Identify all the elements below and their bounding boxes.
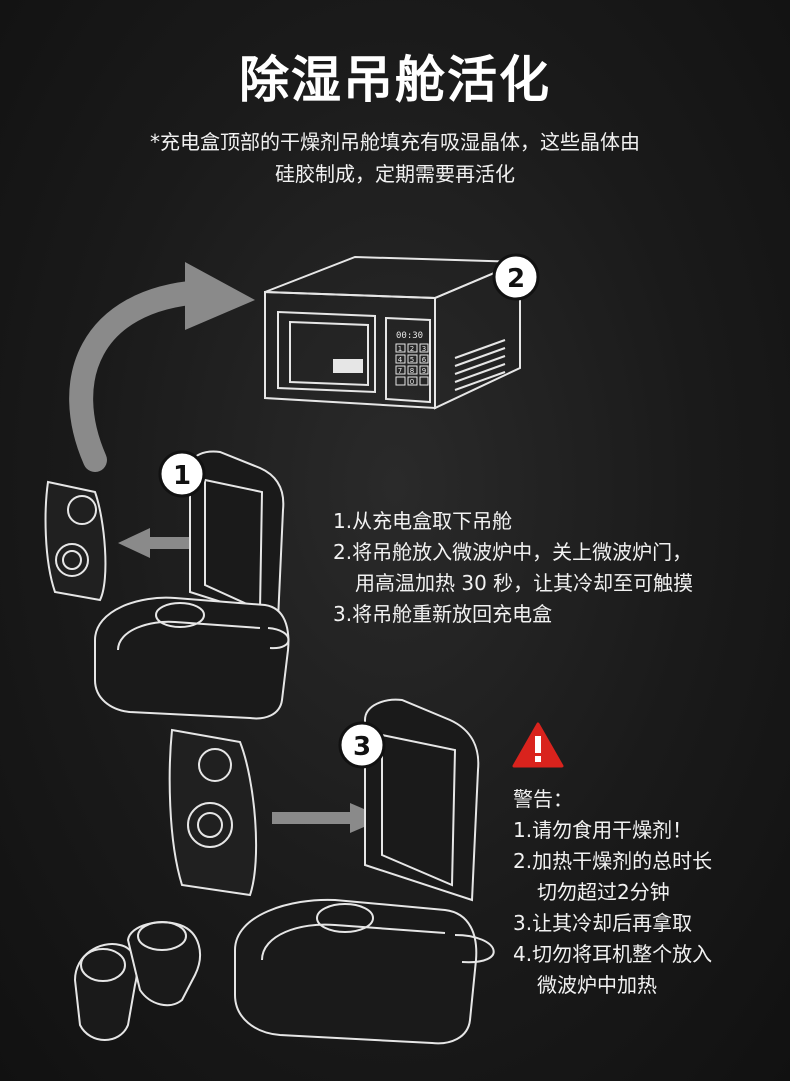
small-arrow-left-head xyxy=(118,528,150,558)
step-2: 2.将吊舱放入微波炉中，关上微波炉门， xyxy=(333,540,693,564)
charging-case-2 xyxy=(234,698,495,1045)
microwave xyxy=(264,255,521,410)
microwave-key-6: 6 xyxy=(422,356,427,364)
microwave-key-3: 3 xyxy=(422,345,426,353)
desiccant-pod-2 xyxy=(168,728,258,897)
badge-1-ring xyxy=(158,450,206,498)
earbud-left xyxy=(73,943,138,1041)
badge-2-label: 2 xyxy=(507,264,525,294)
microwave-key-9: 9 xyxy=(422,367,426,375)
microwave-key-4: 4 xyxy=(398,356,403,364)
microwave-key-8: 8 xyxy=(410,367,414,375)
microwave-key-7: 7 xyxy=(398,367,402,375)
charging-case-1 xyxy=(94,450,290,720)
microwave-display: 00:30 xyxy=(396,331,423,341)
warning-heading: 警告： xyxy=(513,787,573,811)
page-title: 除湿吊舱活化 xyxy=(239,51,551,109)
curved-arrow xyxy=(69,280,212,472)
badge-2-ring xyxy=(492,253,540,301)
desiccant-pod-1 xyxy=(44,480,107,602)
warning-block: 警告： 1.请勿食用干燥剂！ 2.加热干燥剂的总时长 切勿超过2分钟 3.让其冷… xyxy=(513,784,712,1001)
microwave-key-1: 1 xyxy=(398,345,402,353)
instructions: 1.从充电盒取下吊舱 2.将吊舱放入微波炉中，关上微波炉门， 用高温加热 30 … xyxy=(333,506,693,630)
warning-item-4-continued: 微波炉中加热 xyxy=(537,973,657,997)
badge-3-label: 3 xyxy=(353,732,371,762)
warning-item-2: 2.加热干燥剂的总时长 xyxy=(513,849,713,873)
curved-arrow-head xyxy=(185,262,255,330)
earbud-right xyxy=(126,921,201,1007)
badge-3-ring xyxy=(338,721,386,769)
warning-icon xyxy=(512,722,564,768)
step-2-continued: 用高温加热 30 秒，让其冷却至可触摸 xyxy=(355,571,694,595)
warning-item-3: 3.让其冷却后再拿取 xyxy=(513,911,693,935)
step-3: 3.将吊舱重新放回充电盒 xyxy=(333,602,553,626)
badge-1-label: 1 xyxy=(173,461,191,491)
microwave-key-2: 2 xyxy=(410,345,414,353)
microwave-keypad xyxy=(395,343,429,386)
subtitle-line-1: *充电盒顶部的干燥剂吊舱填充有吸湿晶体，这些晶体由 xyxy=(150,130,640,154)
microwave-key-5: 5 xyxy=(410,356,414,364)
step-1: 1.从充电盒取下吊舱 xyxy=(333,509,513,533)
subtitle: *充电盒顶部的干燥剂吊舱填充有吸湿晶体，这些晶体由 硅胶制成，定期需要再活化 xyxy=(95,126,695,190)
warning-item-2-continued: 切勿超过2分钟 xyxy=(537,880,670,904)
warning-item-4: 4.切勿将耳机整个放入 xyxy=(513,942,713,966)
warning-item-1: 1.请勿食用干燥剂！ xyxy=(513,818,693,842)
subtitle-line-2: 硅胶制成，定期需要再活化 xyxy=(275,162,515,186)
microwave-key-0: 0 xyxy=(410,378,414,386)
